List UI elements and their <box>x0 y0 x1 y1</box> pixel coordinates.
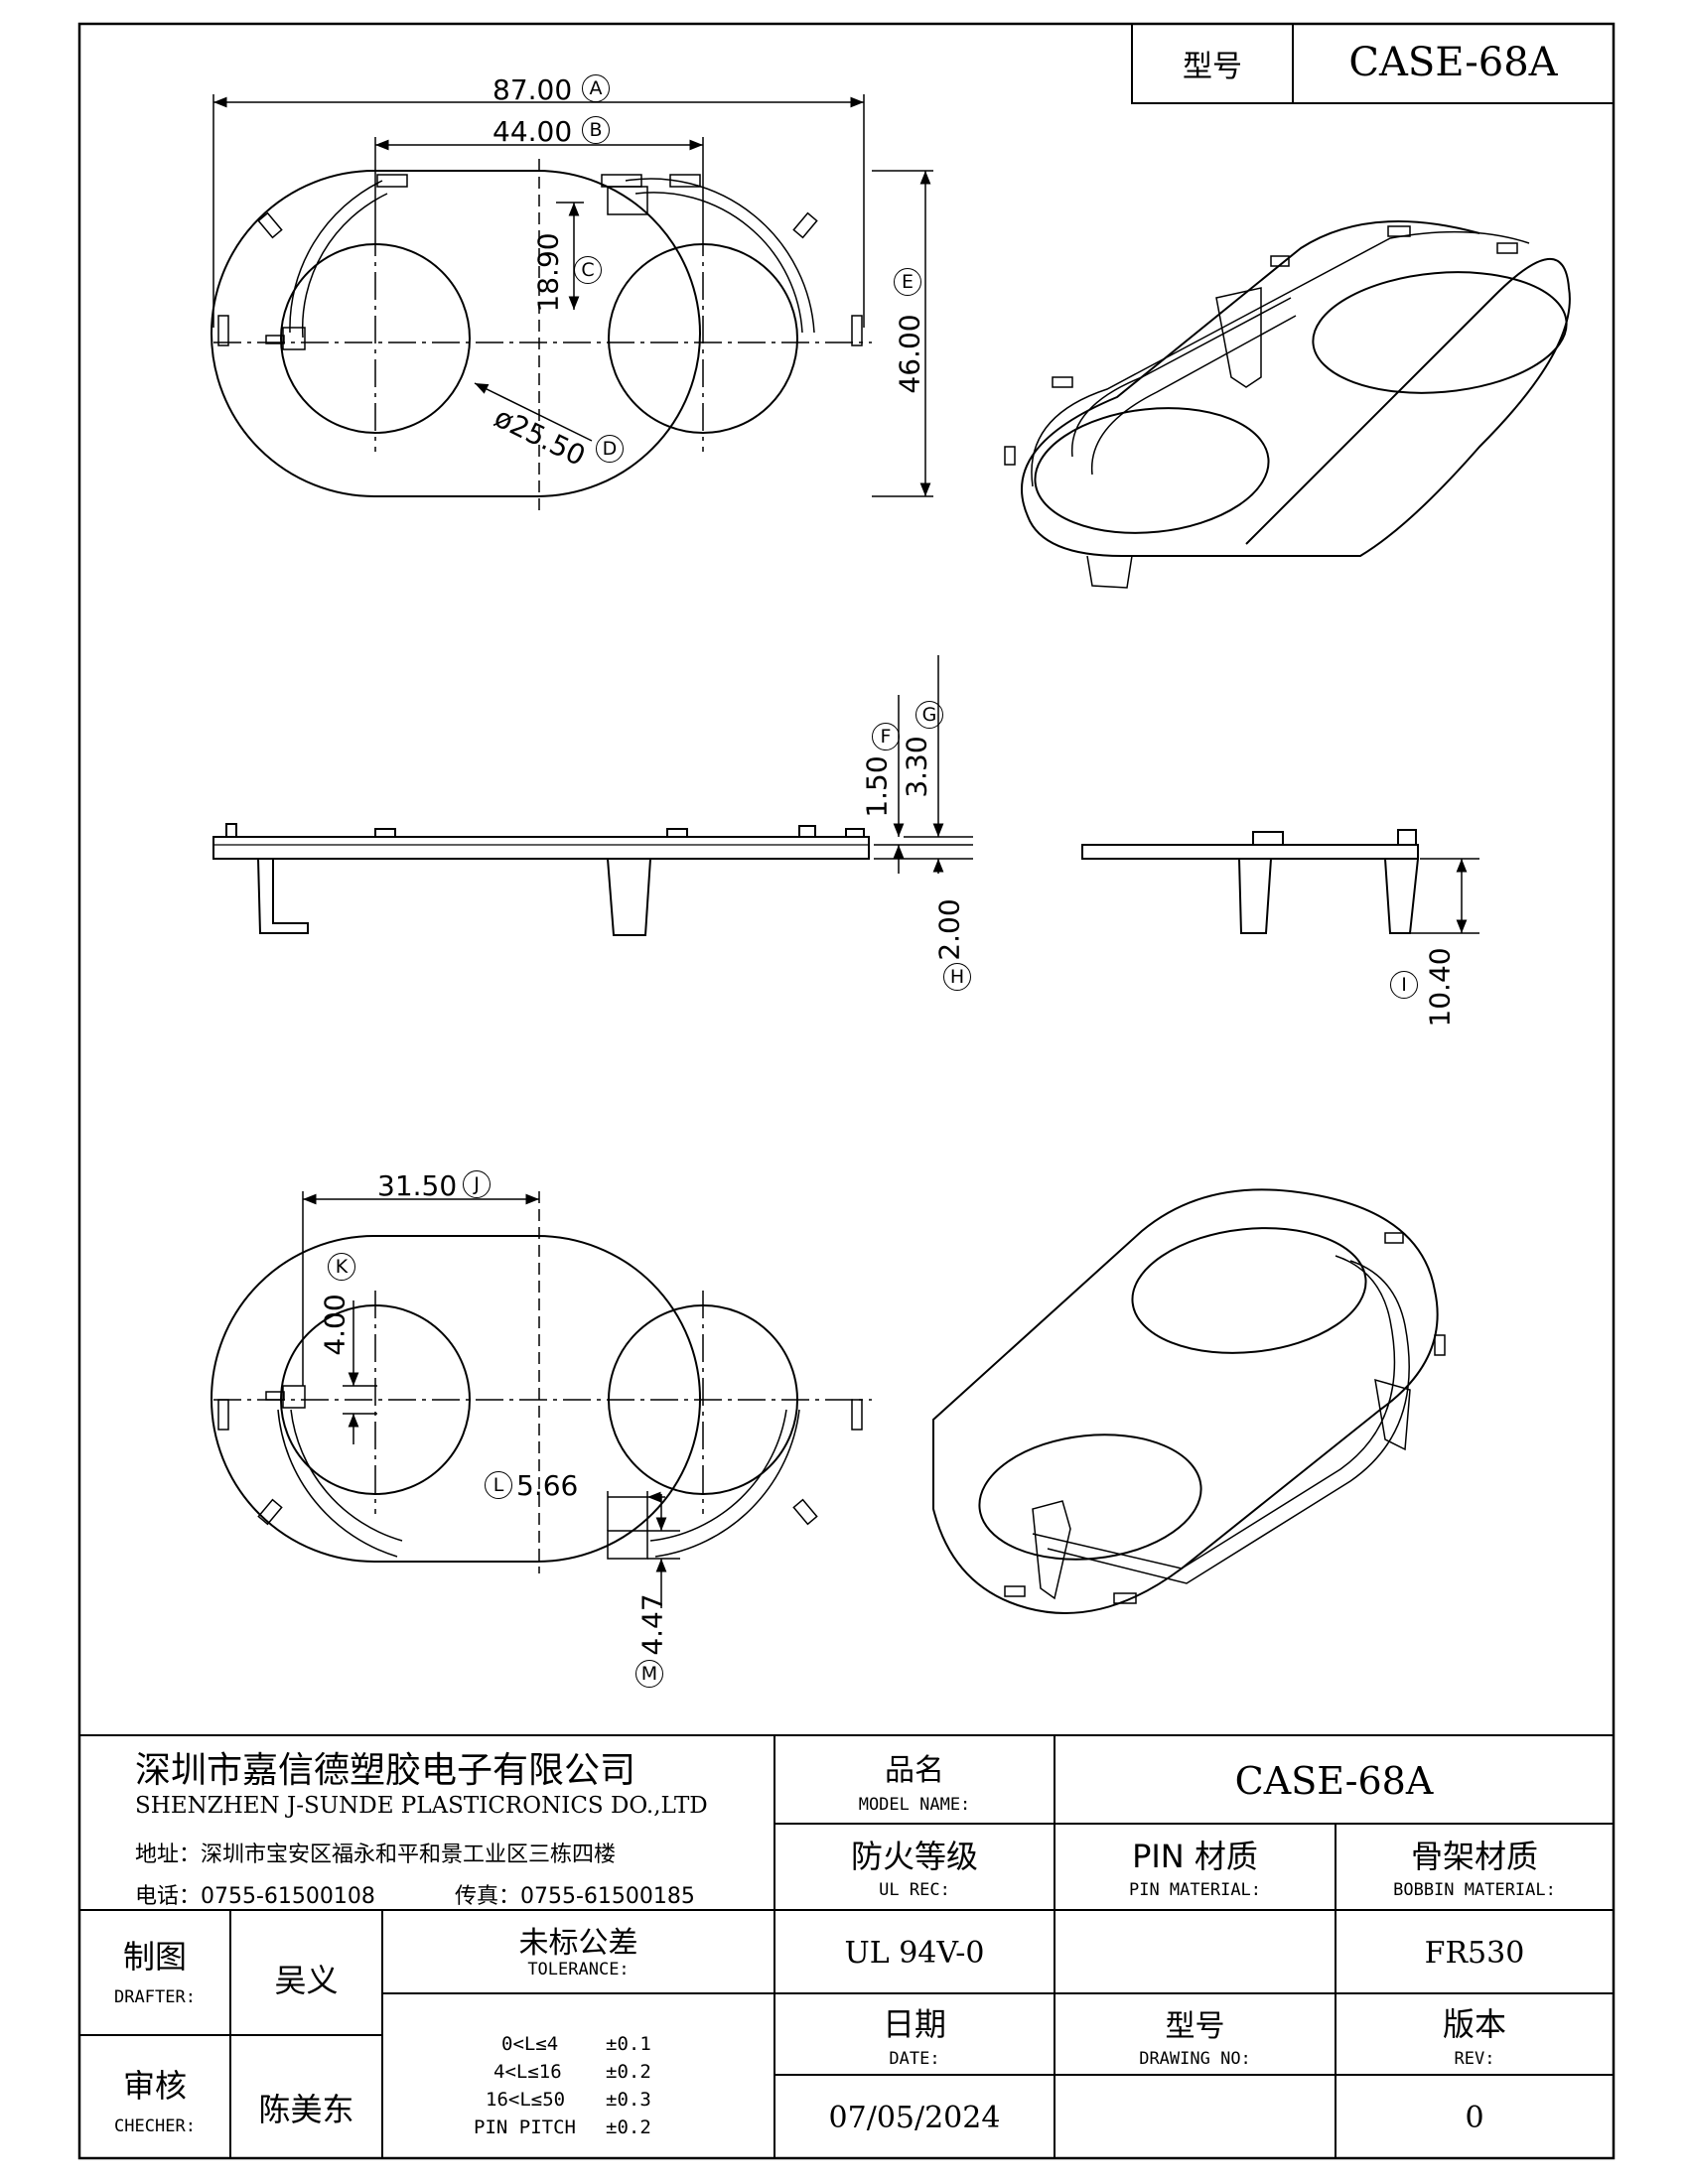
dim-a-value: 87.00 <box>492 73 573 106</box>
bottom-dimensions <box>302 1191 680 1608</box>
company-address: 地址：深圳市宝安区福永和平和景工业区三栋四楼 <box>135 1843 617 1867</box>
side-view <box>1081 829 1419 934</box>
dim-i-value: 10.40 <box>1423 947 1457 1027</box>
dim-g-tag: G <box>915 701 943 729</box>
bobbin-material-value: FR530 <box>1424 1936 1525 1971</box>
tolerance-cn: 未标公差 <box>518 1926 638 1961</box>
ul-rec-cn: 防火等级 <box>850 1838 978 1875</box>
dim-j-value: 31.50 <box>377 1169 458 1202</box>
outer-frame <box>77 22 1616 2160</box>
company-name-en: SHENZHEN J-SUNDE PLASTICRONICS DO.,LTD <box>135 1793 708 1819</box>
header-model-label: 型号 <box>1183 50 1242 84</box>
dim-m-value: 4.47 <box>635 1593 669 1656</box>
dim-g-value: 3.30 <box>900 736 933 798</box>
dim-b-value: 44.00 <box>492 115 573 148</box>
tolerance-value-4: ±0.2 <box>606 2116 651 2138</box>
date-value: 07/05/2024 <box>828 2101 1001 2135</box>
date-cn: 日期 <box>882 2005 946 2043</box>
top-outline <box>211 170 701 497</box>
dim-k-value: 4.00 <box>318 1294 352 1356</box>
dim-f-value: 1.50 <box>860 755 894 818</box>
checker-cn: 审核 <box>122 2067 187 2105</box>
title-block-grid <box>79 1734 1614 2158</box>
dim-c-tag: C <box>574 256 602 284</box>
checker-name: 陈美东 <box>258 2091 354 2128</box>
bottom-centerlines <box>213 1291 872 1514</box>
rev-cn: 版本 <box>1442 2005 1506 2043</box>
top-dimensions <box>212 94 933 497</box>
pin-material-cn: PIN 材质 <box>1132 1838 1258 1875</box>
bobbin-material-en: BOBBIN MATERIAL: <box>1393 1880 1556 1900</box>
drawing-no-cn: 型号 <box>1165 2009 1225 2044</box>
dim-e-value: 46.00 <box>893 314 926 394</box>
dim-c-value: 18.90 <box>531 232 565 313</box>
bottom-view <box>211 1235 863 1563</box>
header-model-value: CASE-68A <box>1348 40 1558 85</box>
model-name-en: MODEL NAME: <box>858 1795 971 1815</box>
dim-a-tag: A <box>582 74 610 102</box>
bobbin-material-cn: 骨架材质 <box>1410 1838 1538 1875</box>
tolerance-range-2: 4<L≤16 <box>493 2061 562 2083</box>
ul-rec-value: UL 94V-0 <box>844 1936 985 1971</box>
checker-en: CHECHER: <box>114 2116 196 2136</box>
dim-e-tag: E <box>894 268 921 296</box>
model-name-value: CASE-68A <box>1234 1759 1434 1803</box>
company-name-cn: 深圳市嘉信德塑胶电子有限公司 <box>135 1750 636 1791</box>
tolerance-en: TOLERANCE: <box>527 1960 630 1979</box>
tolerance-value-2: ±0.2 <box>606 2061 651 2083</box>
dim-h-value: 2.00 <box>932 898 966 961</box>
dim-l-value: 5.66 <box>516 1469 579 1502</box>
front-dimensions <box>874 655 973 874</box>
dim-l-tag: L <box>485 1471 512 1499</box>
date-en: DATE: <box>889 2049 940 2069</box>
dim-j-tag: J <box>463 1170 491 1198</box>
dim-h-tag: H <box>943 963 971 991</box>
company-phone: 电话：0755-61500108 <box>135 1884 375 1909</box>
drafter-name: 吴义 <box>274 1962 339 1999</box>
dim-i-tag: I <box>1390 971 1418 999</box>
dim-d-tag: D <box>596 435 624 463</box>
iso-view-top <box>1004 220 1571 589</box>
dim-m-tag: M <box>635 1660 663 1688</box>
rev-value: 0 <box>1465 2101 1484 2135</box>
iso-view-bottom <box>932 1188 1446 1614</box>
drawing-no-en: DRAWING NO: <box>1139 2049 1251 2069</box>
rev-en: REV: <box>1454 2049 1495 2069</box>
top-centerlines <box>213 228 872 452</box>
drafter-cn: 制图 <box>122 1938 187 1976</box>
tolerance-range-4: PIN PITCH <box>474 2116 576 2138</box>
front-view <box>212 823 870 936</box>
tolerance-range-3: 16<L≤50 <box>486 2089 566 2111</box>
company-fax: 传真：0755-61500185 <box>455 1884 695 1909</box>
side-dimensions <box>1410 858 1479 934</box>
model-name-cn: 品名 <box>885 1753 944 1788</box>
tolerance-range-1: 0<L≤4 <box>501 2033 559 2055</box>
tolerance-value-1: ±0.1 <box>606 2033 651 2055</box>
dim-b-tag: B <box>582 116 610 144</box>
header-model-box <box>1131 23 1615 104</box>
dim-f-tag: F <box>872 723 900 751</box>
ul-rec-en: UL REC: <box>879 1880 950 1900</box>
pin-material-en: PIN MATERIAL: <box>1128 1880 1262 1900</box>
tolerance-value-3: ±0.3 <box>606 2089 651 2111</box>
dim-k-tag: K <box>328 1253 355 1281</box>
drafter-en: DRAFTER: <box>114 1987 196 2007</box>
